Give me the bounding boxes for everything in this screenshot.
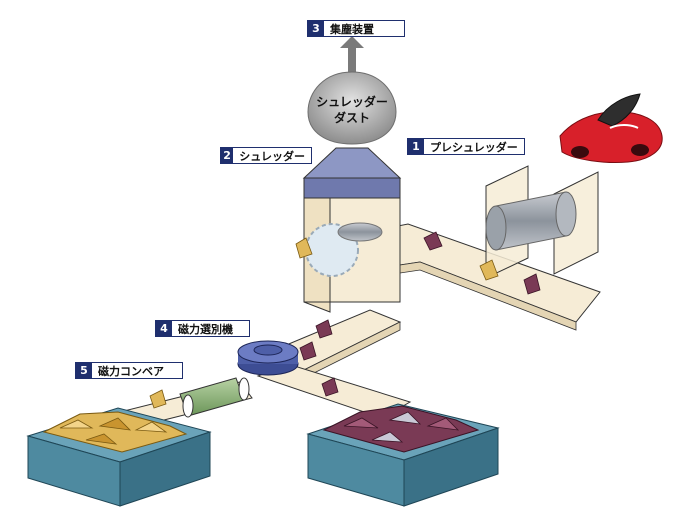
callout-label: 磁力コンベア: [98, 364, 164, 378]
dust-label-line2: ダスト: [334, 110, 370, 125]
callout-number: 1: [408, 139, 424, 154]
callout-shredder: 2 シュレッダー: [220, 147, 312, 164]
callout-dust-collector: 3 集塵装置: [307, 20, 405, 37]
nonferrous-bin: [306, 403, 500, 507]
callout-label: プレシュレッダー: [430, 140, 518, 154]
callout-number: 4: [156, 321, 172, 336]
pre-shredder-drum: [485, 191, 577, 251]
callout-label: 磁力選別機: [178, 322, 233, 336]
callout-number: 5: [76, 363, 92, 378]
callout-magnetic-separator: 4 磁力選別機: [155, 320, 250, 337]
callout-number: 2: [221, 148, 234, 163]
callout-label: シュレッダー: [239, 149, 305, 163]
magnetic-separator: [237, 340, 299, 376]
shredder-unit: [303, 197, 401, 313]
car-body: [559, 93, 663, 163]
callout-pre-shredder: 1 プレシュレッダー: [407, 138, 525, 155]
scrap-fragments: [149, 231, 541, 409]
magnetic-conveyor: [119, 377, 253, 429]
callout-label: 集塵装置: [330, 22, 374, 36]
ferrous-scrap-pile: [42, 411, 188, 453]
shredder-dust-cloud: シュレッダー ダスト: [307, 71, 397, 145]
dust-exhaust-arrow: [340, 36, 364, 75]
dust-label-line1: シュレッダー: [316, 94, 388, 109]
callout-magnetic-conveyor: 5 磁力コンベア: [75, 362, 183, 379]
ferrous-bin: [26, 407, 212, 507]
pre-shredder-unit: [485, 165, 599, 279]
callout-number: 3: [308, 21, 324, 36]
nonferrous-scrap-pile: [322, 405, 480, 453]
